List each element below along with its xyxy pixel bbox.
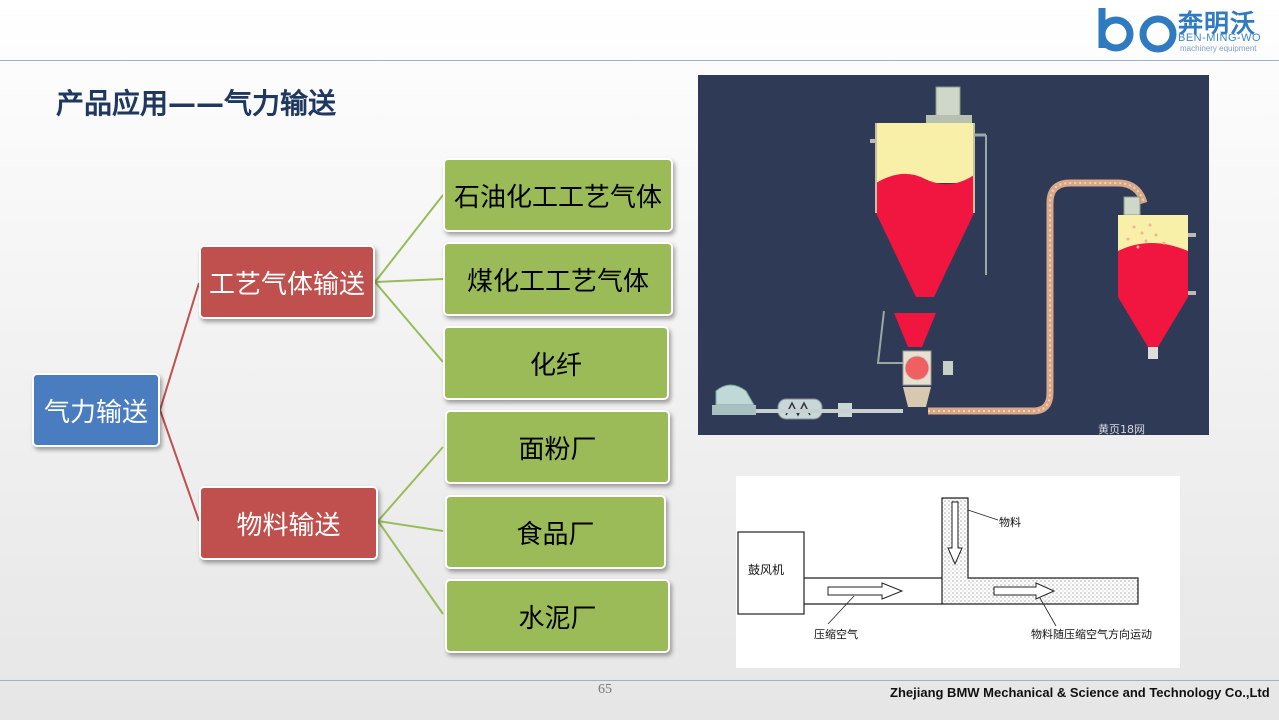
logo-tagline: machinery equipment [1180,44,1257,53]
page-title: 产品应用——气力输送 [56,87,337,120]
airflow-schematic: 鼓风机 物料 压缩空气 物料随压缩空气方向运动 [736,476,1180,668]
branch-node-material: 物料输送 [199,486,378,560]
leaf-node: 水泥厂 [445,579,670,653]
connector-branch1-leaf3 [374,281,444,363]
leaf-node: 化纤 [443,326,669,400]
page-number: 65 [598,682,612,697]
pneumatic-system-illustration: 黄页18网 [698,75,1209,435]
leaf-node: 石油化工工艺气体 [443,158,673,232]
root-node: 气力输送 [32,373,160,447]
leaf-node-label: 面粉厂 [518,434,597,465]
connector-root-branch2 [159,409,200,522]
blower-label: 鼓风机 [748,563,784,577]
compressed-air-label: 压缩空气 [814,627,858,641]
header-divider [0,60,1279,61]
material-label: 物料 [999,515,1021,529]
leaf-node-label: 煤化工工艺气体 [466,266,649,297]
company-name: Zhejiang BMW Mechanical & Science and Te… [890,685,1270,700]
leaf-node-label: 化纤 [529,350,582,381]
leaf-node-label: 石油化工工艺气体 [453,182,662,213]
company-logo-icon [1098,8,1177,53]
connector-branch2-leaf2 [377,520,444,532]
leaf-node: 面粉厂 [445,410,670,484]
connector-branch1-leaf1 [374,194,444,283]
connector-root-branch1 [159,282,200,411]
leaf-node-label: 食品厂 [516,519,595,550]
connector-branch1-leaf2 [374,278,444,283]
tree-connectors [159,194,444,615]
connector-branch2-leaf3 [377,520,444,615]
leaf-node-label: 水泥厂 [518,603,597,634]
footer-divider [0,680,1279,681]
leaf-node: 煤化工工艺气体 [443,242,673,316]
branch-node-gas: 工艺气体输送 [199,245,375,319]
branch-node-material-label: 物料输送 [236,510,341,541]
root-node-label: 气力输送 [43,397,148,428]
photo-watermark: 黄页18网 [1098,422,1145,435]
logo-text: 奔明沃 [1178,9,1257,38]
logo-subtitle: BEN-MING-WO [1178,32,1262,44]
flow-direction-label: 物料随压缩空气方向运动 [1031,627,1152,641]
branch-node-gas-label: 工艺气体输送 [208,269,365,300]
leaf-node: 食品厂 [445,495,666,569]
connector-branch2-leaf1 [377,446,444,522]
